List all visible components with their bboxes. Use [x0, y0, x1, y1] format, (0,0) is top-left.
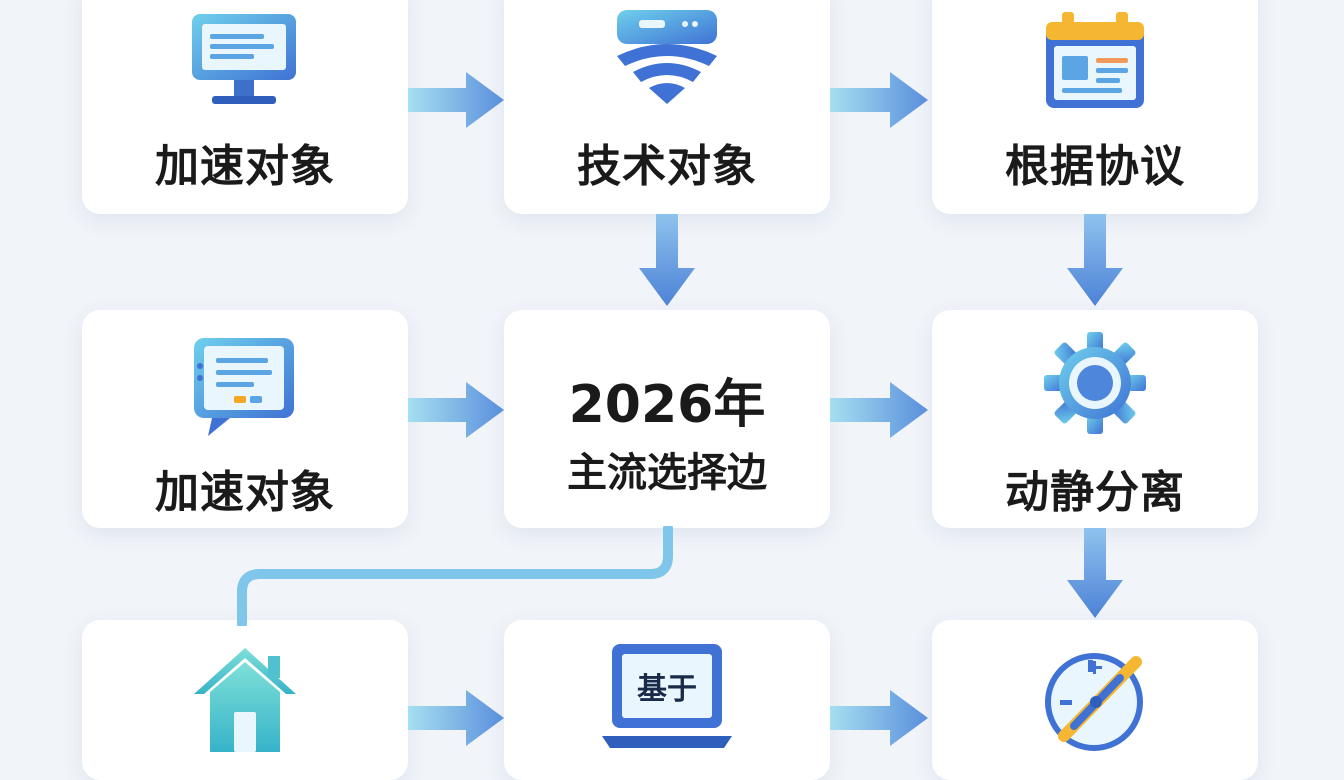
home-icon [194, 648, 296, 752]
arrow-right [830, 690, 928, 746]
compass-icon [1045, 653, 1143, 751]
center-node-card: 2026年 主流选择边 [504, 310, 830, 528]
arrow-right [408, 382, 504, 438]
node-card [932, 620, 1258, 780]
arrow-right [830, 382, 928, 438]
monitor-icon [192, 14, 296, 104]
arrow-right [408, 72, 504, 128]
node-card [82, 620, 408, 780]
node-card: 加速对象 [82, 0, 408, 214]
node-card: 根据协议 [932, 0, 1258, 214]
gear-icon [1044, 332, 1146, 434]
calendar-icon [1046, 12, 1144, 108]
node-label: 加速对象 [155, 141, 335, 192]
node-label: 加速对象 [155, 467, 335, 518]
document-chat-icon [194, 338, 294, 436]
arrow-down [1067, 214, 1123, 306]
node-label: 技术对象 [577, 141, 757, 192]
arrow-down [1067, 528, 1123, 618]
node-label: 根据协议 [1005, 141, 1185, 192]
node-card: 动静分离 [932, 310, 1258, 528]
connector-line [237, 526, 673, 626]
node-card: 技术对象 [504, 0, 830, 214]
node-card: 基于 [504, 620, 830, 780]
arrow-right [408, 690, 504, 746]
laptop-screen-text: 基于 [637, 672, 697, 707]
arrow-right [830, 72, 928, 128]
arrow-down [639, 214, 695, 306]
center-subtitle: 主流选择边 [567, 450, 767, 496]
center-year: 2026年 [568, 375, 766, 435]
laptop-icon: 基于 [602, 644, 732, 748]
node-label: 动静分离 [1005, 467, 1185, 518]
wifi-icon [617, 10, 717, 104]
node-card: 加速对象 [82, 310, 408, 528]
